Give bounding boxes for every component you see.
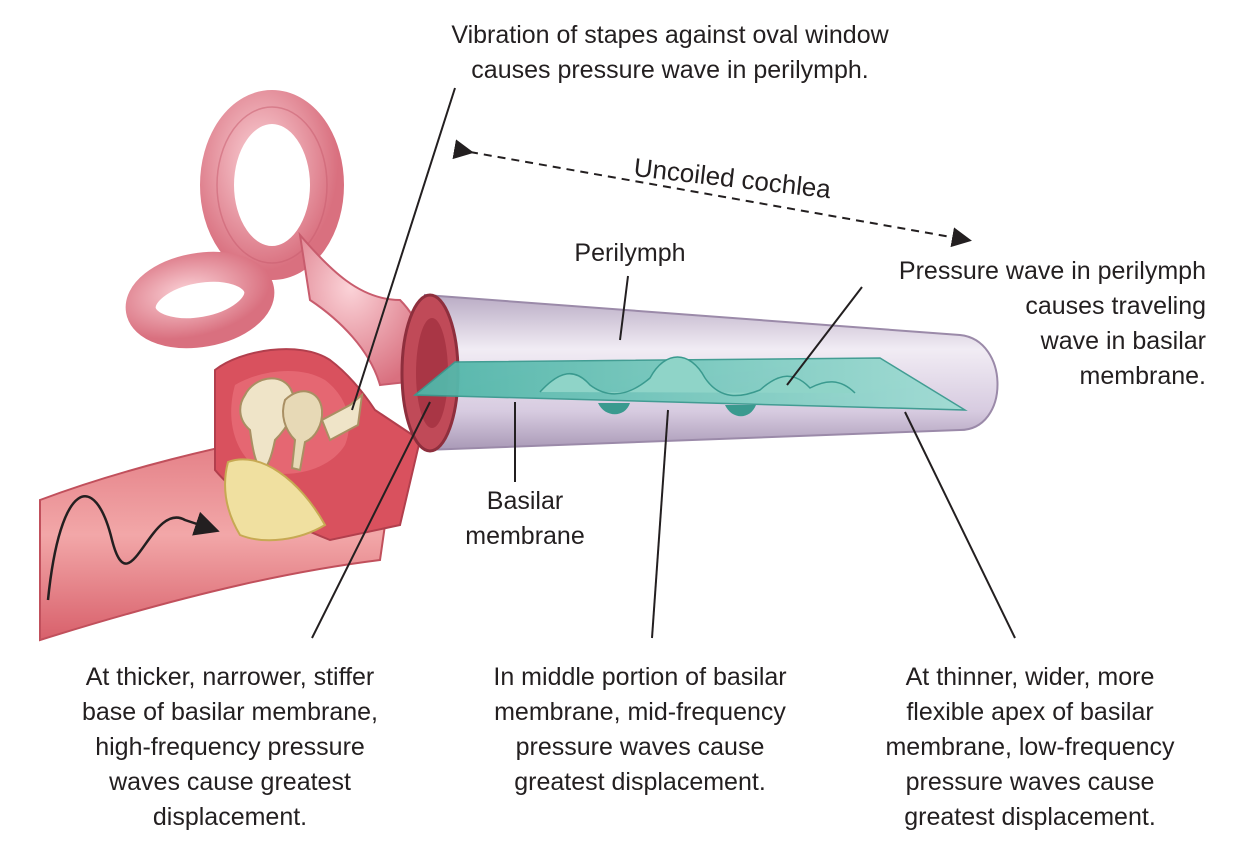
middle-leader <box>651 409 669 639</box>
basilar-membrane-label: Basilar membrane <box>465 487 585 550</box>
base-caption: At thicker, narrower, stiffer base of ba… <box>82 663 378 831</box>
sound-wave-arrow <box>46 495 220 601</box>
apex-leader <box>904 411 1016 639</box>
stapes <box>320 392 364 442</box>
semicircular-canals <box>125 90 428 387</box>
eardrum <box>224 458 327 542</box>
pressure-wave-leader <box>786 286 863 386</box>
middle-caption: In middle portion of basilar membrane, m… <box>493 663 787 796</box>
perilymph-label: Perilymph <box>574 239 686 267</box>
stapes-label: Vibration of stapes against oval window … <box>451 21 889 84</box>
basilar-membrane <box>412 356 968 417</box>
pressure-wave-label: Pressure wave in perilymph causes travel… <box>898 257 1206 390</box>
stapes-leader <box>351 87 456 411</box>
uncoiled-arrow <box>452 139 972 248</box>
perilymph-leader <box>619 275 629 341</box>
ossicles <box>239 377 364 472</box>
apex-caption: At thinner, wider, more flexible apex of… <box>885 663 1175 831</box>
leader-lines <box>311 87 1016 639</box>
base-leader <box>311 401 431 639</box>
